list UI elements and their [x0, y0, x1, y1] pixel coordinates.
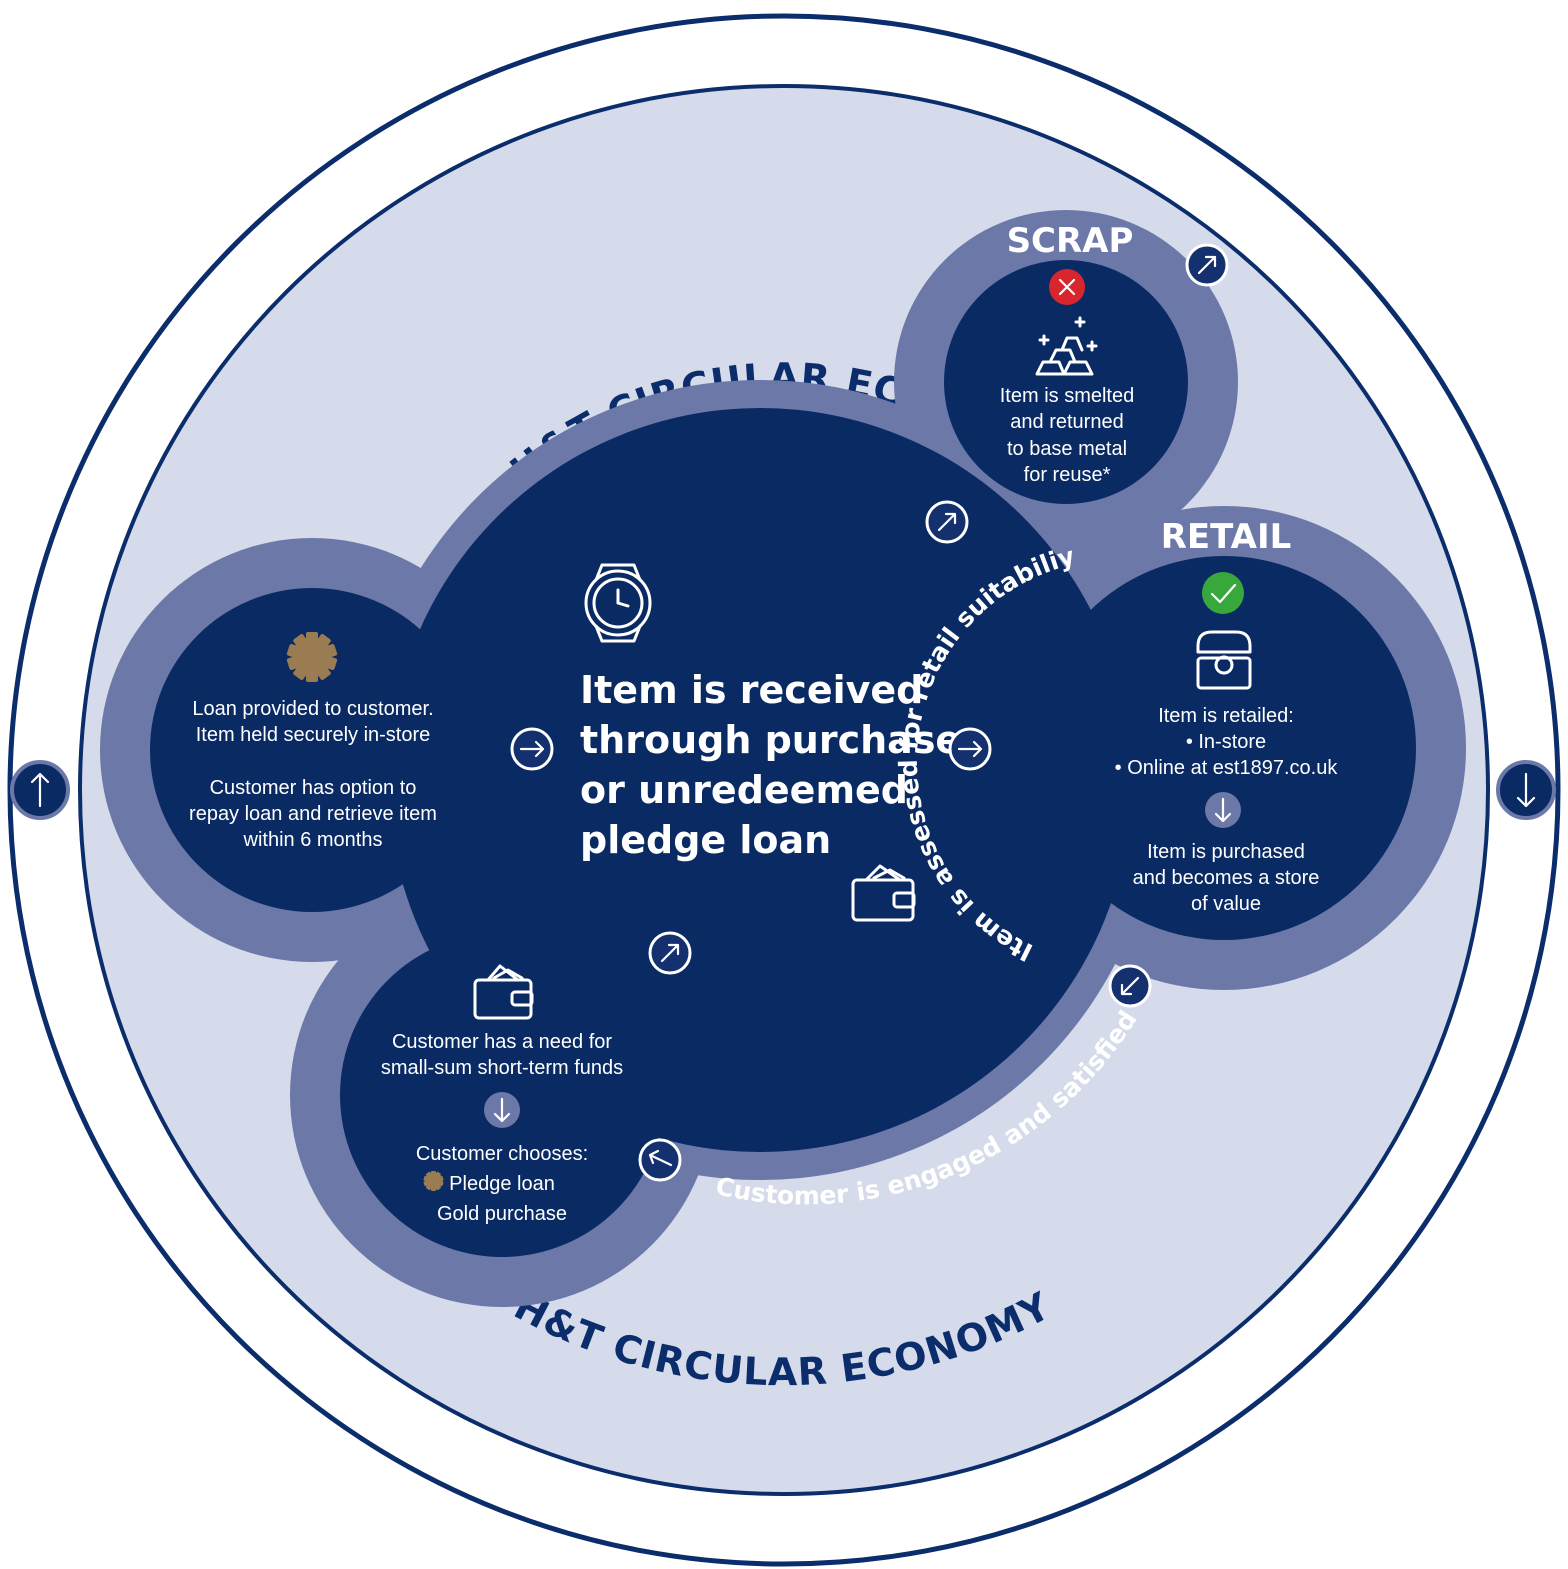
svg-text:Pledge loan: Pledge loan: [449, 1173, 555, 1195]
scrap-circle: [944, 260, 1188, 504]
svg-text:Item is received: Item is received: [580, 668, 923, 712]
svg-text:• Online at est1897.co.uk: • Online at est1897.co.uk: [1115, 757, 1339, 779]
svg-text:small-sum short-term funds: small-sum short-term funds: [381, 1057, 623, 1079]
scrap-text: Item is smelted and returned to base met…: [1000, 385, 1134, 486]
svg-text:repay loan and retrieve item: repay loan and retrieve item: [189, 803, 437, 825]
ring-box-icon: [1196, 630, 1252, 690]
svg-text:and becomes a store: and becomes a store: [1133, 867, 1320, 889]
up-right-arrow-icon: [1185, 243, 1229, 287]
retail-text: Item is retailed: • In-store • Online at…: [1115, 705, 1339, 915]
wallet-icon: [473, 964, 534, 1020]
scrap-title: SCRAP: [1007, 221, 1134, 261]
svg-text:pledge loan: pledge loan: [580, 818, 831, 862]
svg-text:Item is purchased: Item is purchased: [1147, 841, 1305, 863]
svg-text:through purchase: through purchase: [580, 718, 961, 762]
svg-text:Gold purchase: Gold purchase: [437, 1203, 567, 1225]
down-arrow-icon: [1205, 792, 1241, 828]
right-arrow-icon: [948, 727, 992, 771]
wallet-icon: [851, 864, 916, 922]
loan-text: Loan provided to customer. Item held sec…: [189, 698, 437, 851]
svg-text:and returned: and returned: [1010, 411, 1123, 433]
svg-text:Loan provided to customer.: Loan provided to customer.: [192, 698, 433, 720]
up-right-arrow-icon: [925, 500, 969, 544]
cross-icon: [1049, 269, 1085, 305]
customer-need-text: Customer has a need for small-sum short-…: [381, 1031, 623, 1225]
svg-text:Customer has option to: Customer has option to: [210, 777, 417, 799]
asterisk-icon: [286, 632, 338, 682]
loan-circle: [150, 588, 474, 912]
right-arrow-icon: [510, 727, 554, 771]
gold-bars-icon: [1035, 316, 1098, 376]
center-text: Item is received through purchase or unr…: [580, 668, 961, 862]
asterisk-icon: [423, 1171, 444, 1191]
svg-text:of value: of value: [1191, 893, 1261, 915]
svg-text:to base metal: to base metal: [1007, 438, 1127, 460]
down-left-arrow-icon: [1108, 964, 1152, 1008]
svg-text:within 6 months: within 6 months: [243, 829, 383, 851]
navy-circles: [150, 260, 1416, 1257]
svg-text:• In-store: • In-store: [1186, 731, 1266, 753]
svg-text:Customer chooses:: Customer chooses:: [416, 1143, 588, 1165]
retail-title: RETAIL: [1161, 517, 1292, 557]
svg-text:Customer has a need for: Customer has a need for: [392, 1031, 612, 1053]
left-arrow-icon: [638, 1138, 682, 1182]
watch-icon: [584, 563, 652, 643]
check-icon: [1202, 572, 1244, 614]
down-arrow-icon: [484, 1092, 520, 1128]
svg-text:Item held securely in-store: Item held securely in-store: [196, 724, 431, 746]
svg-text:for reuse*: for reuse*: [1024, 464, 1111, 486]
retail-circle: [1032, 556, 1416, 940]
svg-text:Item is retailed:: Item is retailed:: [1158, 705, 1294, 727]
down-arrow-icon: [1496, 760, 1556, 820]
svg-text:Item is smelted: Item is smelted: [1000, 385, 1134, 407]
up-arrow-icon: [10, 760, 70, 820]
up-right-arrow-icon: [648, 931, 692, 975]
svg-text:or unredeemed: or unredeemed: [580, 768, 908, 812]
